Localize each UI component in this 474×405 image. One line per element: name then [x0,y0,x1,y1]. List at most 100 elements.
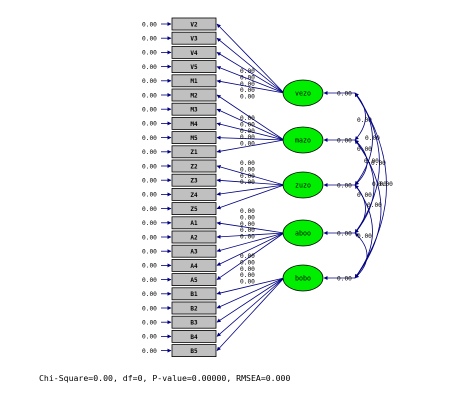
variance-value: 0.00 [337,275,352,282]
covariance-value: 0.00 [371,160,386,167]
loading-arrow [216,277,285,323]
loading-value: 0.00 [240,214,255,221]
observed-box [171,344,217,358]
observed-layer: V20.00V30.00V40.00V50.00M10.00M20.00M30.… [142,17,217,358]
observed-label: M1 [190,78,198,85]
observed-box [171,287,217,301]
loading-arrow [216,184,285,210]
error-value: 0.00 [142,92,157,99]
covariance-value: 0.00 [357,146,372,153]
covariance-arc [354,232,368,279]
loading-arrow [216,184,285,196]
observed-label: V5 [190,64,198,71]
loading-arrow [216,37,285,94]
error-value: 0.00 [142,149,157,156]
observed-box [171,88,217,102]
loading-arrow [216,178,285,186]
loading-value: 0.00 [240,253,255,260]
loading-arrow [216,135,285,141]
observed-box [171,216,217,230]
loading-arrow [216,277,285,309]
observed-label: B3 [190,320,198,327]
latent-ellipse [282,264,324,292]
loading-value: 0.00 [240,134,255,141]
loading-value: 0.00 [240,128,255,135]
observed-label: B2 [190,305,198,312]
observed-box [171,17,217,31]
loading-value: 0.00 [240,179,255,186]
error-value: 0.00 [142,305,157,312]
loading-value: 0.00 [240,173,255,180]
latent-ellipse [282,219,324,247]
loading-value: 0.00 [240,81,255,88]
observed-label: Z3 [190,178,198,185]
error-value: 0.00 [142,192,157,199]
observed-box [171,315,217,329]
observed-box [171,74,217,88]
error-value: 0.00 [142,334,157,341]
error-value: 0.00 [142,36,157,43]
observed-box [171,60,217,73]
latent-label: zuzo [295,181,311,189]
observed-label: M3 [190,107,198,114]
covariance-value: 0.00 [357,192,372,199]
loading-value: 0.00 [240,279,255,286]
loading-arrow [216,23,285,94]
observed-box [171,244,217,258]
observed-label: A1 [190,220,198,227]
fit-statistics: Chi-Square=0.00, df=0, P-value=0.00000, … [39,373,291,383]
observed-label: Z5 [190,206,198,213]
covariance-value: 0.00 [365,135,380,142]
error-value: 0.00 [142,249,157,256]
observed-label: B1 [190,291,198,298]
error-value: 0.00 [142,206,157,213]
latent-label: aboo [295,229,311,237]
latent-ellipse [282,171,324,199]
loading-value: 0.00 [240,266,255,273]
loading-value: 0.00 [240,141,255,148]
variance-value: 0.00 [337,90,352,97]
loading-arrow [216,221,285,234]
covariance-value: 0.00 [357,117,372,124]
observed-box [171,102,217,116]
observed-label: A5 [190,277,198,284]
loading-arrow [216,122,285,141]
loading-arrow [216,108,285,141]
observed-box [171,117,217,130]
loading-arrow [216,232,285,239]
observed-box [171,329,217,343]
error-value: 0.00 [142,21,157,28]
error-value: 0.00 [142,78,157,85]
observed-label: A4 [190,263,198,270]
observed-label: B4 [190,334,198,341]
loading-arrow [216,277,285,295]
loading-value: 0.00 [240,208,255,215]
error-value: 0.00 [142,107,157,114]
error-value: 0.00 [142,50,157,57]
loading-value: 0.00 [240,74,255,81]
observed-box [171,159,217,173]
error-value: 0.00 [142,291,157,298]
loading-value: 0.00 [240,87,255,94]
covariance-layer: 0.000.000.000.000.000.000.000.000.000.00 [354,92,393,279]
latent-label: vezo [295,89,311,97]
covariance-value: 0.00 [364,158,379,165]
observed-box [171,46,217,59]
observed-label: B5 [190,348,198,355]
observed-label: M2 [190,92,198,99]
loading-value: 0.00 [240,234,255,241]
error-value: 0.00 [142,348,157,355]
error-value: 0.00 [142,320,157,327]
covariance-arc [354,184,373,279]
observed-label: A2 [190,234,198,241]
latent-ellipse [282,79,324,107]
error-value: 0.00 [142,64,157,71]
latent-label: mazo [295,136,311,144]
loading-value: 0.00 [240,115,255,122]
loading-value: 0.00 [240,272,255,279]
loading-value: 0.00 [240,166,255,173]
latent-ellipse [282,126,324,154]
covariance-value: 0.00 [367,202,382,209]
loading-arrow [216,232,285,266]
